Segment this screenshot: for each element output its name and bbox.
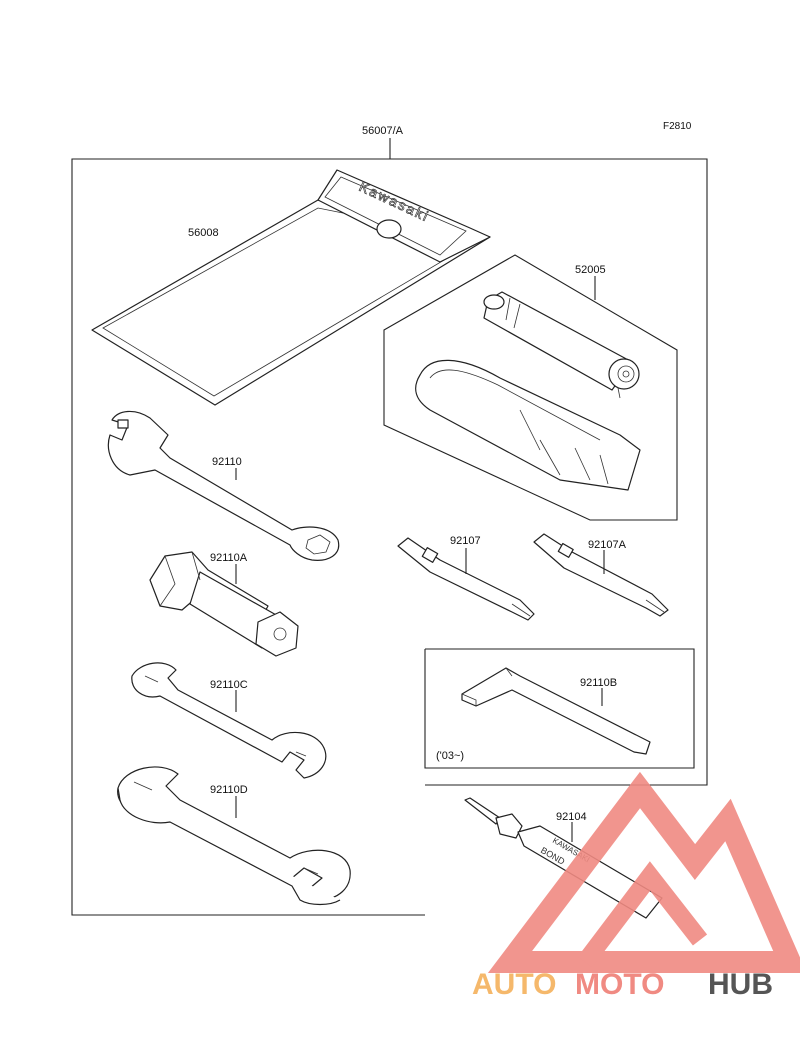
- pump-pouch: [415, 359, 641, 491]
- watermark-word-auto: AUTO: [472, 968, 556, 1001]
- label-52005: 52005: [575, 264, 606, 276]
- pump-kit-frame: [383, 254, 678, 521]
- watermark-text: AUTO MOTO HUB: [472, 968, 773, 1001]
- label-92107A: 92107A: [588, 539, 627, 551]
- spanner-92110: [107, 410, 340, 561]
- socket-92110A: [149, 551, 299, 657]
- label-92110C: 92110C: [210, 679, 248, 691]
- watermark-logo: [487, 771, 800, 973]
- wrench-small-92110C: [131, 662, 327, 779]
- hex-key-note: ('03~): [436, 750, 464, 762]
- hex-key-92110B: [461, 667, 651, 755]
- label-92110A: 92110A: [210, 552, 248, 564]
- label-92104: 92104: [556, 811, 587, 823]
- watermark-word-moto: MOTO: [575, 968, 664, 1001]
- screwdriver-92107: [397, 537, 535, 621]
- label-92110B: 92110B: [580, 677, 617, 689]
- label-92110: 92110: [212, 456, 242, 468]
- bag-snap-button: [376, 219, 402, 239]
- wrench-large-92110D: [117, 766, 351, 906]
- pump: [483, 291, 640, 399]
- label-92107: 92107: [450, 535, 481, 547]
- label-92110D: 92110D: [210, 784, 248, 796]
- kit-frame: [71, 158, 708, 916]
- watermark-word-hub: HUB: [708, 968, 773, 1001]
- reference-code: F2810: [663, 121, 692, 132]
- kit-part-number: 56007/A: [362, 125, 404, 137]
- screwdriver-92107A: [533, 533, 669, 617]
- label-56008: 56008: [188, 227, 219, 239]
- hex-key-frame: [424, 648, 695, 769]
